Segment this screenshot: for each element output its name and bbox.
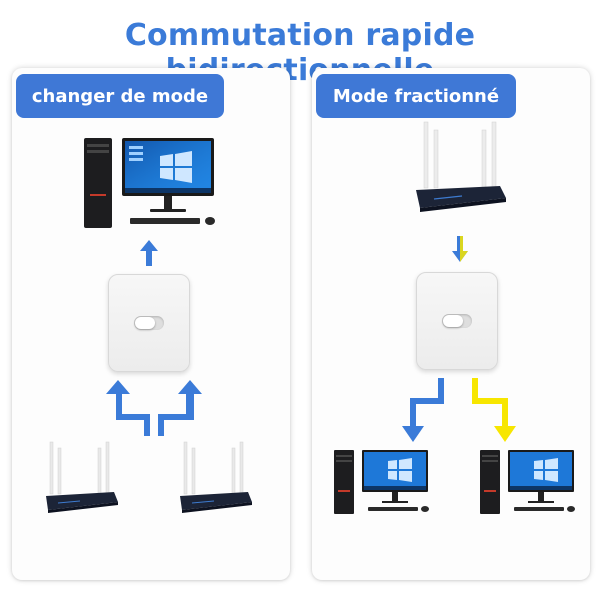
left-panel-switch-mode: changer de mode	[12, 68, 290, 580]
desktop-computer-icon	[334, 450, 429, 514]
left-panel-label: changer de mode	[16, 74, 224, 118]
desktop-computer-icon	[480, 450, 575, 514]
merge-arrows-icon	[106, 380, 202, 436]
router-icon	[180, 441, 252, 513]
switch-slider	[134, 316, 164, 330]
right-panel-split-mode: Mode fractionné	[312, 68, 590, 580]
arrow-icon	[140, 240, 158, 266]
arrow-icon	[452, 236, 468, 262]
router-icon	[416, 121, 506, 212]
router-icon	[46, 441, 118, 513]
switch-slider	[442, 314, 472, 328]
split-arrows-icon	[402, 378, 516, 442]
switch-box-icon	[416, 272, 498, 370]
desktop-computer-icon	[84, 138, 215, 228]
switch-box-icon	[108, 274, 190, 372]
right-panel-label: Mode fractionné	[316, 74, 516, 118]
